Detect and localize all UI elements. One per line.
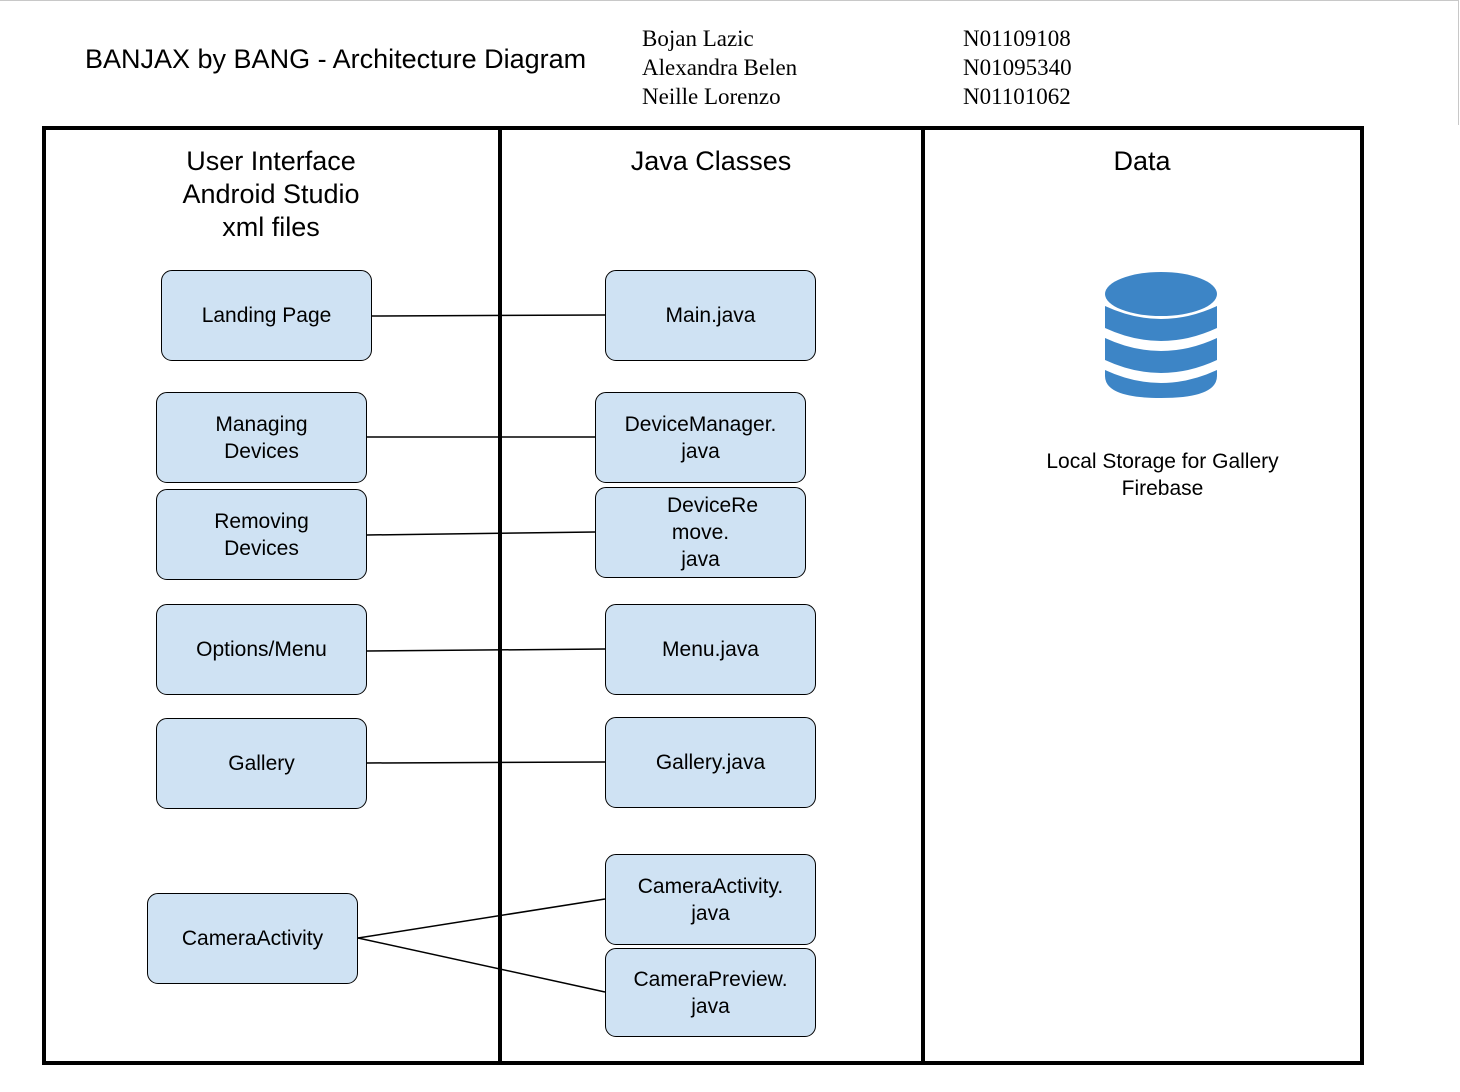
author-name: Alexandra Belen: [642, 55, 798, 80]
database-icon: [1105, 272, 1217, 398]
java-node-gallery: Gallery.java: [605, 717, 816, 808]
author-id: N01109108: [963, 26, 1071, 51]
ui-node-camera-activity: CameraActivity: [147, 893, 358, 984]
java-column-heading: Java Classes: [630, 146, 792, 176]
java-node-camera-preview: CameraPreview.java: [605, 948, 816, 1037]
java-node-device-manager: DeviceManager.java: [595, 392, 806, 483]
ui-node-options-menu: Options/Menu: [156, 604, 367, 695]
ui-node-landing-page: Landing Page: [161, 270, 372, 361]
connector-line: [357, 898, 606, 939]
author-name: Bojan Lazic: [642, 26, 754, 51]
page-border-right: [1458, 0, 1459, 125]
java-node-camera-activity: CameraActivity.java: [605, 854, 816, 945]
java-node-main: Main.java: [605, 270, 816, 361]
connector-line: [366, 761, 606, 764]
diagram-title: BANJAX by BANG - Architecture Diagram: [85, 44, 587, 74]
page-border-top: [0, 0, 1458, 1]
data-column-heading: Data: [1113, 146, 1171, 176]
connector-line: [371, 314, 606, 317]
data-column: [921, 126, 1364, 1065]
connector-line: [357, 937, 606, 993]
ui-column-heading: User Interface Android Studio xml files: [182, 146, 360, 242]
connector-line: [366, 648, 606, 652]
author-id: N01095340: [963, 55, 1072, 80]
ui-node-gallery: Gallery: [156, 718, 367, 809]
author-id: N01101062: [963, 84, 1071, 109]
author-name: Neille Lorenzo: [642, 84, 781, 109]
connector-line: [366, 531, 596, 536]
data-store-label: Local Storage for Gallery Firebase: [1046, 450, 1279, 500]
java-node-menu: Menu.java: [605, 604, 816, 695]
